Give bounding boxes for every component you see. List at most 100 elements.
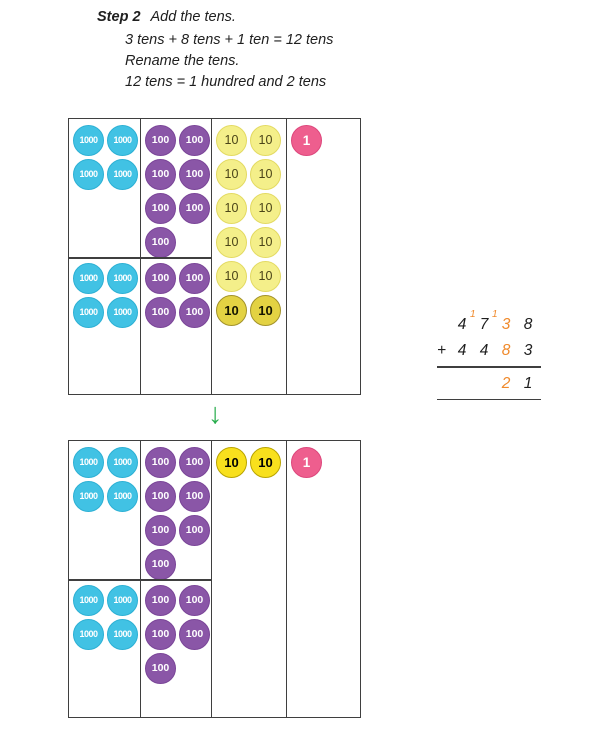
disc-10: 10: [216, 192, 247, 224]
disc-10: 10: [250, 226, 281, 258]
addend-divider-line: [141, 579, 211, 581]
disc-1000: 1000: [107, 262, 138, 294]
disc-100: 100: [145, 158, 176, 190]
digit-cell: 4: [473, 342, 495, 360]
disc-10: 10: [250, 158, 281, 190]
disc-100: 100: [179, 618, 210, 650]
disc-10: 10: [250, 124, 281, 156]
disc-10-highlighted: 10: [216, 446, 247, 478]
disc-1000: 1000: [73, 262, 104, 294]
disc-10: 10: [216, 226, 247, 258]
digit-cell: 4: [451, 316, 473, 334]
disc-100: 100: [145, 480, 176, 512]
digit: 8: [501, 342, 511, 359]
digit: 1: [523, 374, 533, 392]
disc-100: 100: [179, 262, 210, 294]
disc-10: 10: [216, 158, 247, 190]
disc-100: 100: [179, 296, 210, 328]
disc-row: 100: [141, 651, 211, 685]
disc-100: 100: [179, 124, 210, 156]
disc-1000: 1000: [107, 446, 138, 478]
disc-10: 10: [250, 260, 281, 292]
disc-1000: 1000: [73, 446, 104, 478]
disc-100: 100: [179, 158, 210, 190]
digit: +: [437, 342, 447, 359]
disc-1000: 1000: [73, 296, 104, 328]
disc-100: 100: [145, 124, 176, 156]
disc-100: 100: [145, 652, 176, 684]
disc-1000: 1000: [73, 480, 104, 512]
disc-1000: 1000: [107, 584, 138, 616]
disc-row: 1: [287, 445, 360, 479]
disc-row: 100: [141, 547, 211, 581]
disc-1000: 1000: [107, 296, 138, 328]
disc-10: 10: [216, 260, 247, 292]
disc-100: 100: [145, 226, 176, 258]
digit: 3: [501, 316, 511, 333]
disc-100: 100: [145, 584, 176, 616]
digit-cell: 2: [495, 375, 517, 393]
digit: 4: [457, 316, 467, 333]
step-line: 3 tens + 8 tens + 1 ten = 12 tens: [125, 32, 334, 48]
disc-10: 10: [216, 124, 247, 156]
operator-cell: +: [437, 342, 451, 360]
disc-10-highlighted: 10: [216, 294, 247, 326]
digit: 7: [479, 316, 489, 333]
digit-cell: 3: [517, 342, 539, 360]
disc-10-highlighted: 10: [250, 294, 281, 326]
digit-cell: 8: [495, 342, 517, 360]
disc-100: 100: [179, 514, 210, 546]
digit: 2: [501, 374, 511, 392]
disc-100: 100: [145, 618, 176, 650]
addend-divider-line: [141, 257, 211, 259]
column-ones: 1: [286, 441, 360, 717]
disc-1000: 1000: [107, 158, 138, 190]
step-label: Step 2: [97, 9, 141, 25]
digit-cell: 4: [451, 342, 473, 360]
digit: 8: [523, 316, 533, 333]
carry-digit: 1: [470, 309, 476, 320]
disc-1000: 1000: [107, 618, 138, 650]
addend-divider-line: [69, 579, 140, 581]
digit: 4: [457, 342, 467, 359]
disc-100: 100: [145, 192, 176, 224]
digit-cell: 8: [517, 316, 539, 334]
step-instruction: Add the tens.: [150, 9, 236, 25]
digit-cell: 1: [517, 375, 539, 393]
disc-1: 1: [291, 124, 322, 156]
disc-100: 100: [145, 514, 176, 546]
sum-rule-line: [437, 398, 541, 400]
digit: 4: [479, 342, 489, 359]
addend-divider-line: [69, 257, 140, 259]
column-ones: 1: [286, 119, 360, 394]
